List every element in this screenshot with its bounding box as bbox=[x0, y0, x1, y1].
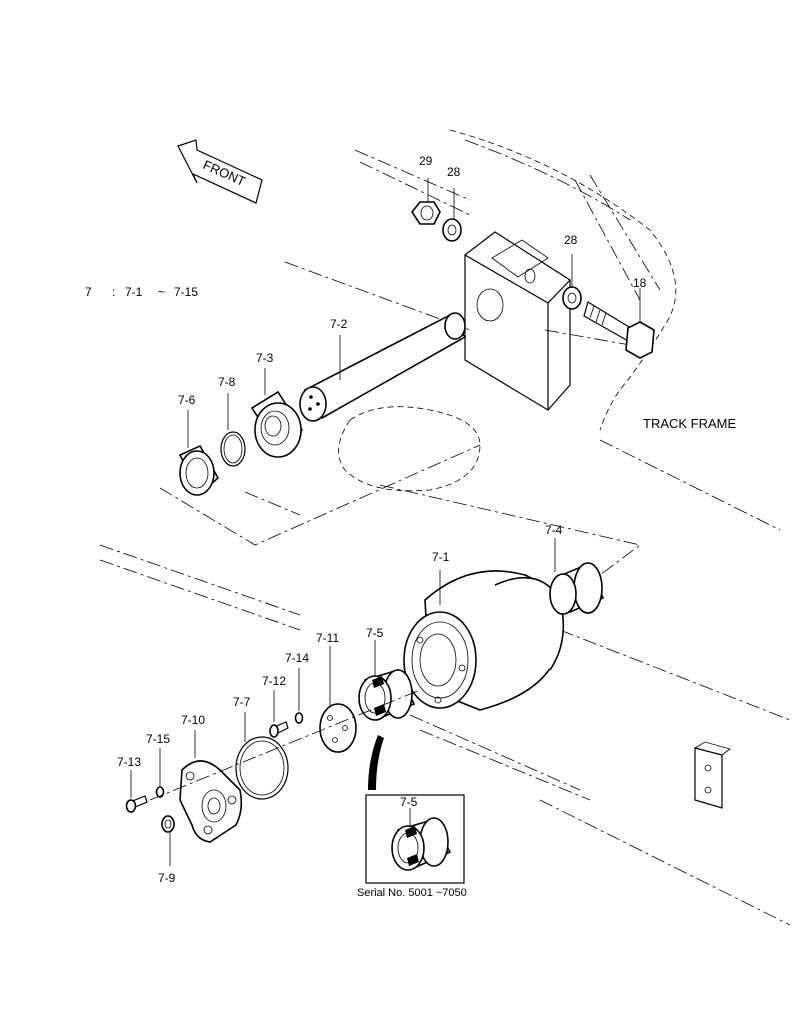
legend-colon: : bbox=[112, 285, 115, 299]
centre-line-lower bbox=[149, 689, 421, 801]
track-frame-outline bbox=[284, 129, 781, 531]
bushing-7-5 bbox=[358, 640, 416, 721]
label-29: 29 bbox=[419, 154, 433, 168]
centre-lines-upper bbox=[159, 406, 641, 576]
label-7-9: 7-9 bbox=[158, 871, 176, 885]
collar-7-3 bbox=[250, 368, 304, 458]
bolt-18 bbox=[583, 288, 655, 359]
inset-caption: Serial No. 5001 ~7050 bbox=[357, 887, 467, 899]
legend: 7 : 7-1 ~ 7-15 bbox=[85, 285, 198, 299]
label-7-15: 7-15 bbox=[146, 732, 170, 746]
label-7-1: 7-1 bbox=[432, 550, 450, 564]
legend-from: 7-1 bbox=[125, 285, 143, 299]
washer-7-15 bbox=[155, 748, 165, 798]
legend-tilde: ~ bbox=[158, 285, 165, 299]
shaft-7-2 bbox=[299, 312, 467, 422]
label-7-6: 7-6 bbox=[178, 393, 196, 407]
label-7-8: 7-8 bbox=[218, 375, 236, 389]
screw-7-12 bbox=[269, 690, 289, 738]
label-28-top: 28 bbox=[447, 165, 461, 179]
label-28-side: 28 bbox=[564, 233, 578, 247]
washer-28-top bbox=[442, 188, 462, 242]
washer-28-side bbox=[562, 254, 582, 310]
screw-7-13 bbox=[125, 770, 148, 813]
label-7-11: 7-11 bbox=[316, 631, 339, 645]
washer-7-14 bbox=[294, 668, 304, 724]
label-7-3: 7-3 bbox=[256, 351, 274, 365]
inset-pointer bbox=[368, 735, 384, 790]
lower-frame-lines bbox=[99, 544, 791, 926]
bushing-7-4 bbox=[549, 538, 605, 615]
front-arrow: FRONT bbox=[177, 139, 263, 204]
label-7-14: 7-14 bbox=[285, 651, 309, 665]
inset-label-7-5: 7-5 bbox=[400, 795, 418, 809]
label-7-2: 7-2 bbox=[330, 317, 348, 331]
label-7-13: 7-13 bbox=[117, 755, 141, 769]
cover-7-10 bbox=[179, 730, 243, 843]
seal-7-6 bbox=[178, 410, 220, 496]
label-7-7: 7-7 bbox=[233, 695, 251, 709]
label-7-10: 7-10 bbox=[181, 713, 205, 727]
inset-box bbox=[365, 794, 465, 884]
plate-7-11 bbox=[319, 646, 357, 753]
label-18: 18 bbox=[633, 276, 647, 290]
front-arrow-label: FRONT bbox=[201, 157, 248, 189]
nut-29 bbox=[411, 178, 441, 225]
track-frame-label: TRACK FRAME bbox=[643, 416, 737, 431]
legend-main: 7 bbox=[85, 285, 92, 299]
label-7-12: 7-12 bbox=[262, 674, 286, 688]
label-7-5: 7-5 bbox=[366, 626, 384, 640]
oring-7-7 bbox=[235, 712, 289, 800]
side-block bbox=[694, 741, 731, 809]
label-7-4: 7-4 bbox=[545, 523, 563, 537]
oring-7-8 bbox=[220, 393, 246, 467]
plug-7-9 bbox=[161, 815, 175, 866]
frame-bracket bbox=[464, 231, 571, 412]
roller-7-1 bbox=[403, 570, 565, 711]
legend-to: 7-15 bbox=[174, 285, 198, 299]
